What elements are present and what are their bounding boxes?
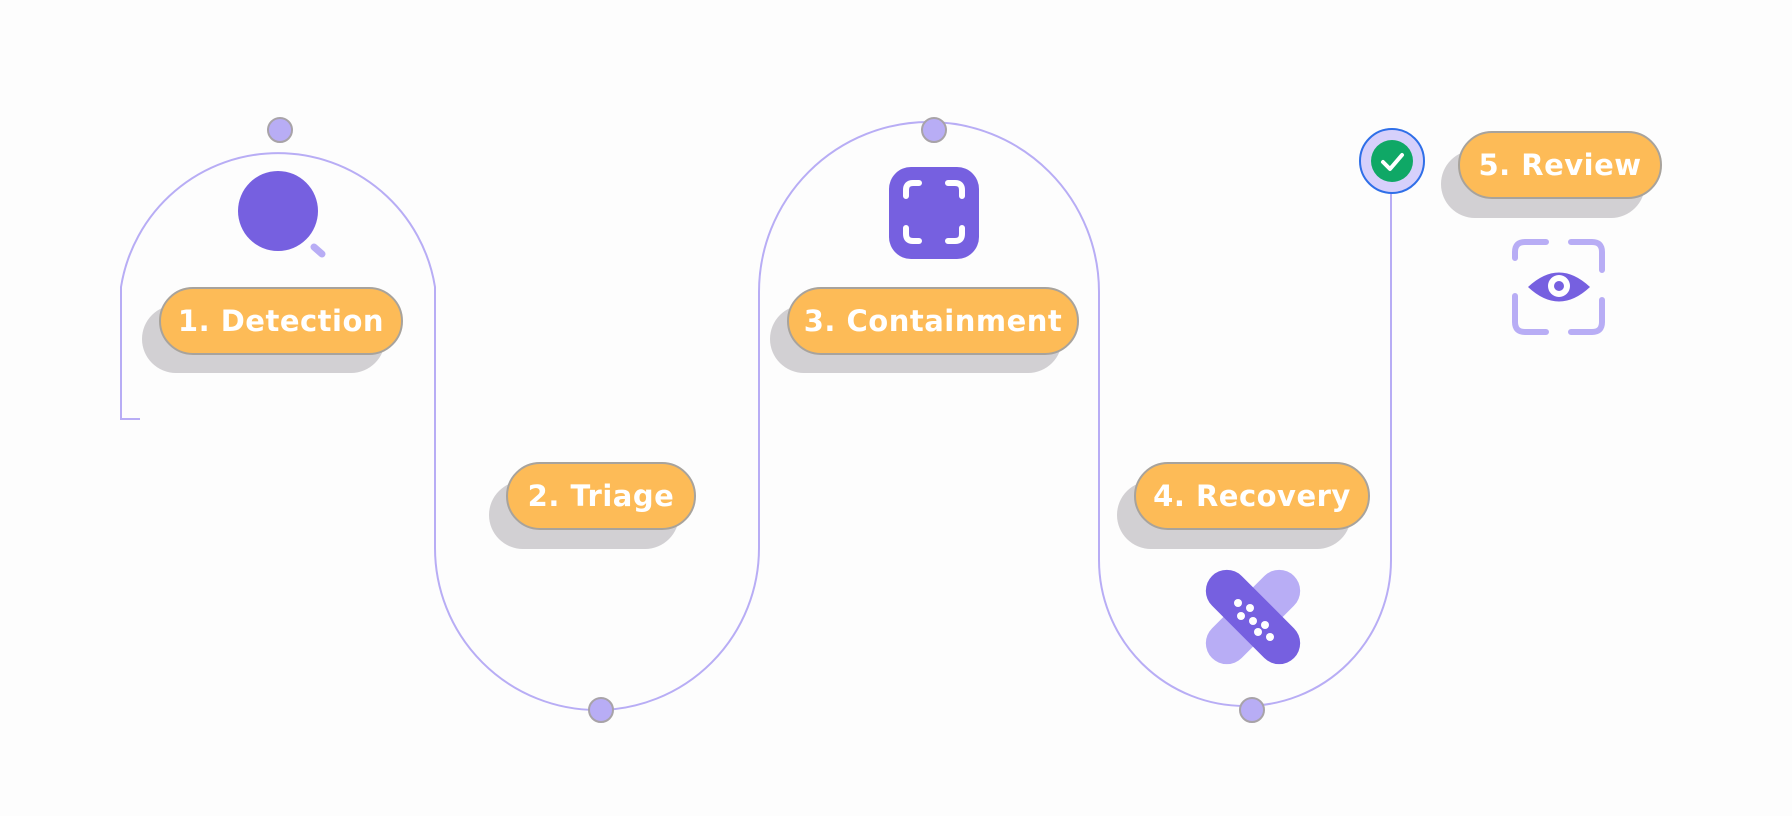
node-dot-1 [267, 117, 293, 143]
node-dot-3 [921, 117, 947, 143]
step-containment[interactable]: 3. Containment [787, 287, 1079, 355]
step-detection[interactable]: 1. Detection [159, 287, 403, 355]
timeline-path [120, 121, 1392, 711]
step-triage[interactable]: 2. Triage [506, 462, 696, 530]
step-recovery[interactable]: 4. Recovery [1134, 462, 1370, 530]
bandage-icon [1205, 569, 1301, 665]
node-dot-2 [588, 697, 614, 723]
magnifier-icon [238, 171, 326, 258]
eye-scan-icon [1512, 239, 1605, 335]
check-icon [1359, 128, 1425, 194]
node-dot-4 [1239, 697, 1265, 723]
step-review[interactable]: 5. Review [1458, 131, 1662, 199]
focus-frame-icon [889, 167, 979, 259]
